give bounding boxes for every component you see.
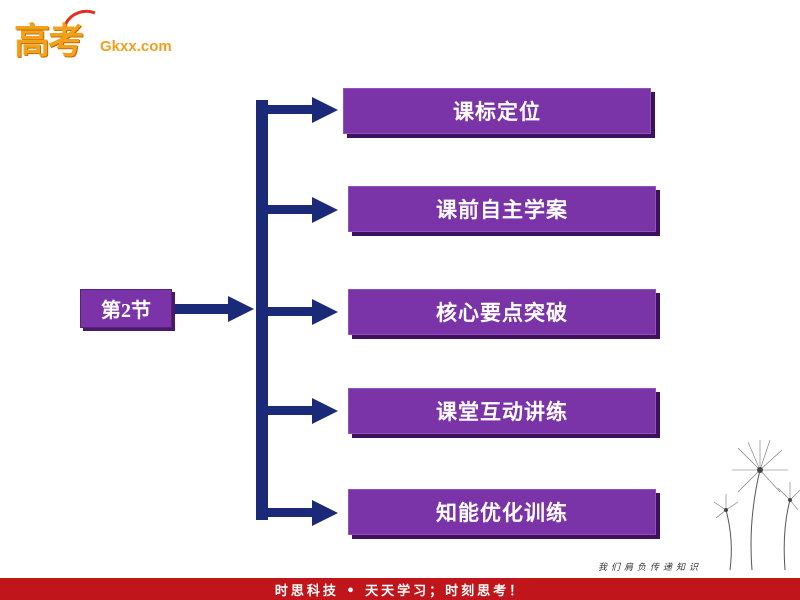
logo-en-text: Gkxx.com xyxy=(100,38,172,55)
section-label: 第2节 xyxy=(80,289,172,328)
branch-arrow-2 xyxy=(266,197,338,223)
connector-trunk xyxy=(256,100,268,520)
branch-arrow-5 xyxy=(266,500,338,526)
menu-button-curriculum-positioning[interactable]: 课标定位 xyxy=(343,88,651,134)
branch-arrow-3 xyxy=(266,299,338,325)
menu-button-optimization-training[interactable]: 知能优化训练 xyxy=(348,489,656,535)
dandelion-icon xyxy=(713,439,800,571)
footer-slogan: 我们肩负传递知识 xyxy=(598,563,703,573)
menu-button-key-points[interactable]: 核心要点突破 xyxy=(348,289,656,335)
section-arrow-head-icon xyxy=(228,296,254,322)
branch-arrow-1 xyxy=(266,97,338,123)
menu-button-classroom-practice[interactable]: 课堂互动讲练 xyxy=(348,388,656,434)
branch-arrow-4 xyxy=(266,398,338,424)
footer-bar: 时思科技 • 天天学习；时刻思考！ xyxy=(0,578,800,600)
site-logo: 高考 Gkxx.com xyxy=(8,3,208,66)
footer-text: 时思科技 • 天天学习；时刻思考！ xyxy=(274,583,526,599)
menu-button-preclass-study[interactable]: 课前自主学案 xyxy=(348,186,656,232)
section-arrow-shaft xyxy=(174,304,232,314)
logo-cn-text: 高考 xyxy=(14,21,84,62)
